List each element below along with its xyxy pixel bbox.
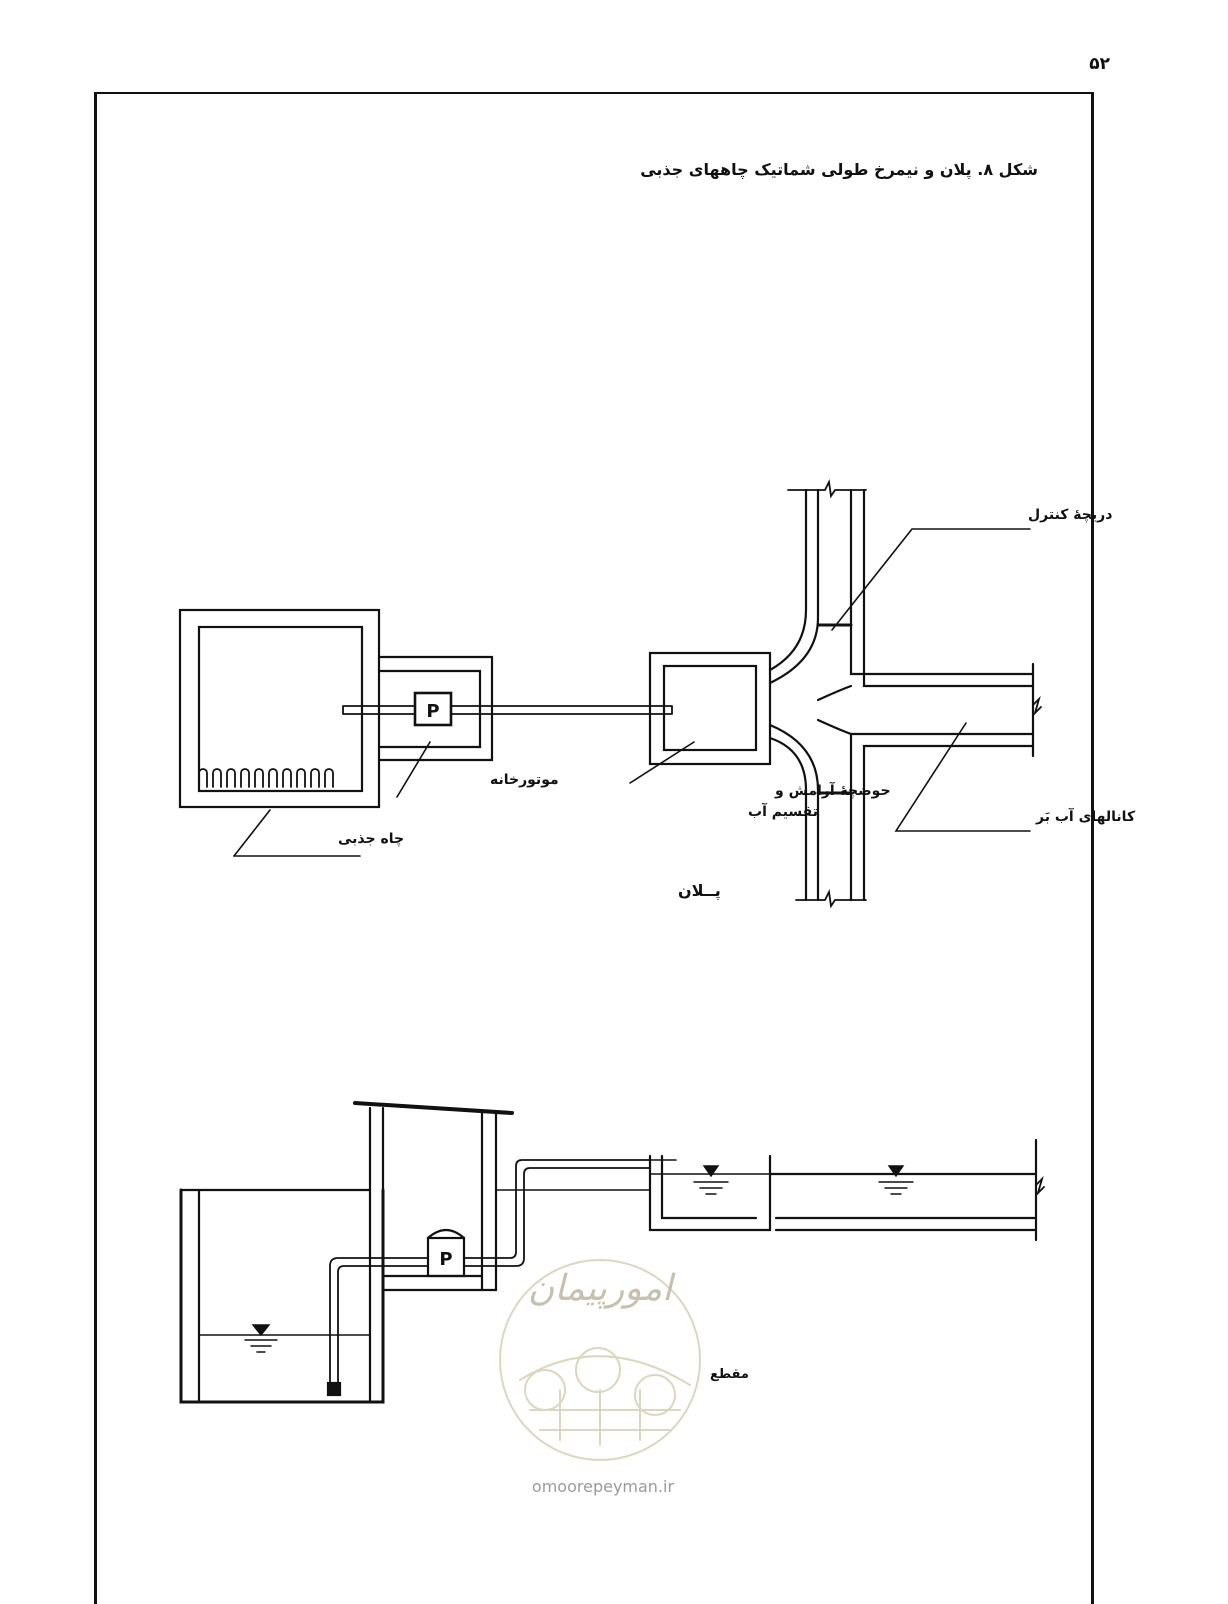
basin-label-line2: تقسیم آب [748,802,818,820]
canal-network [768,479,1042,909]
basin-label-line1: حوضچه‌ٔ آرامش و [774,781,891,799]
plan-view: P [178,479,1042,909]
page-frame [94,92,1094,1604]
motor-house: P [377,655,494,762]
stilling-basin [648,651,772,766]
page-number: ۵۲ [1089,54,1110,74]
water-channels-label: کانالهای آب بَر [1035,807,1136,825]
profile-pump: P [426,1228,466,1278]
plan-pump-label: P [426,701,439,722]
watermark [499,1259,701,1461]
control-gate-label: دریچه‌ٔ کنترل [1028,507,1112,523]
absorption-well-label: چاه جذبی [338,831,404,847]
plan-title: پــلان [678,881,721,901]
profile-view: P [179,1101,1045,1404]
profile-pump-label: P [439,1249,452,1270]
motor-house-label: موتورخانه [490,772,559,788]
watermark-logo-text: امورپیمان [528,1268,676,1309]
section-label: مقطع [710,1367,749,1382]
absorption-well [178,608,381,809]
figure-caption: شکل ۸. پلان و نیمرخ طولی شماتیک چاههای ج… [640,160,1038,179]
watermark-url: omoorepeyman.ir [532,1477,675,1496]
